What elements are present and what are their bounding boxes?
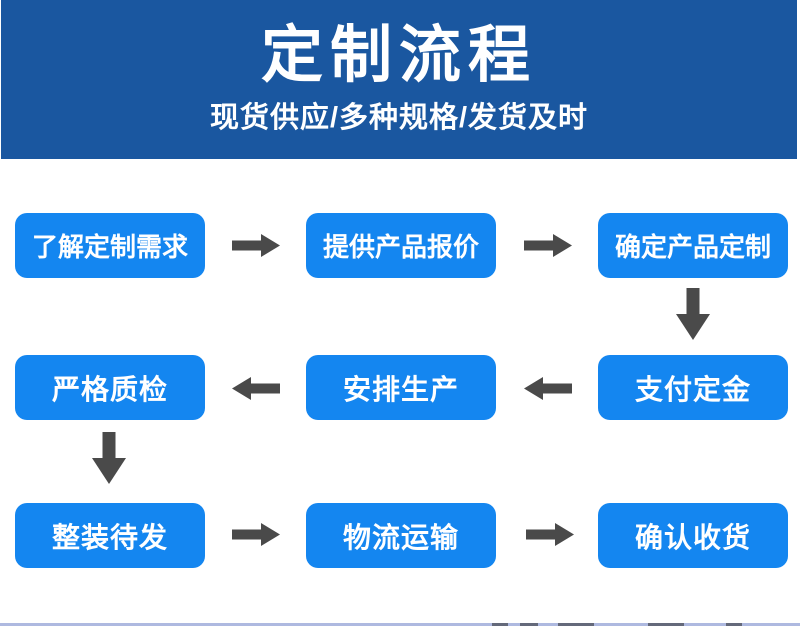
arrow-right-icon (232, 234, 280, 257)
header-banner: 定制流程 现货供应/多种规格/发货及时 (1, 0, 797, 159)
arrow-left-icon (524, 377, 572, 400)
arrow-right-icon (524, 234, 572, 257)
flow-step-1: 了解定制需求 (15, 213, 205, 278)
arrow-down-icon (676, 288, 710, 340)
flow-step-6: 严格质检 (15, 355, 205, 420)
next-section-text-fragment (648, 623, 684, 626)
flow-step-4: 支付定金 (598, 355, 788, 420)
next-section-text-fragment (558, 623, 594, 626)
arrow-right-icon (232, 523, 280, 546)
next-section-edge (0, 623, 800, 626)
arrow-right-icon (526, 523, 574, 546)
next-section-text-fragment (726, 623, 742, 626)
flow-step-8: 物流运输 (306, 503, 496, 568)
flow-step-9: 确认收货 (598, 503, 788, 568)
flow-step-7: 整装待发 (15, 503, 205, 568)
next-section-text-fragment (520, 623, 538, 626)
next-section-text-fragment (492, 623, 508, 626)
flow-step-3: 确定产品定制 (598, 213, 788, 278)
page-title: 定制流程 (260, 21, 537, 90)
arrow-down-icon (92, 432, 126, 484)
arrow-left-icon (232, 377, 280, 400)
header-subtitle: 现货供应/多种规格/发货及时 (209, 102, 589, 134)
flow-step-2: 提供产品报价 (306, 213, 496, 278)
flow-step-5: 安排生产 (306, 355, 496, 420)
